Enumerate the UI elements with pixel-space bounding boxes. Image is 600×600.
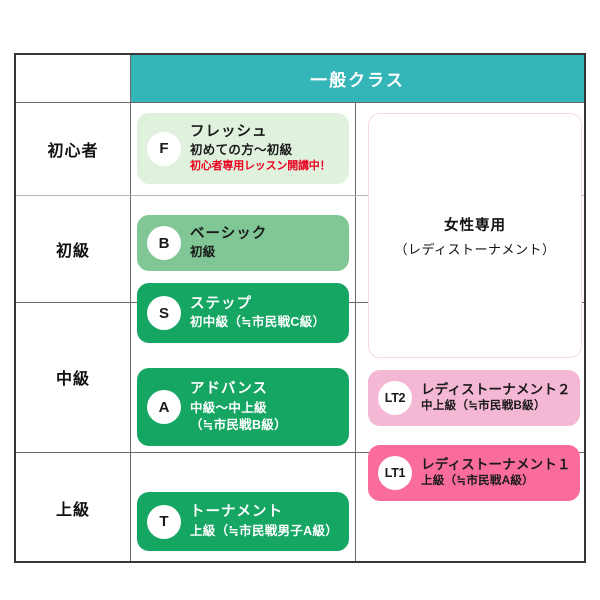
class-card-step[interactable]: S ステップ 初中級（≒市民戦C級） (137, 283, 349, 343)
class-subtitle-step: 初中級（≒市民戦C級） (190, 315, 326, 330)
row-divider-beginner (16, 195, 584, 196)
column-divider-ladies (355, 102, 356, 561)
level-label-beginner: 初心者 (47, 142, 99, 160)
class-badge-b: B (147, 226, 181, 260)
class-badge-a: A (147, 390, 181, 424)
class-subtitle-lt2: 中上級（≒市民戦B級） (421, 400, 546, 413)
class-note-fresh: 初心者専用レッスン開講中！ (190, 160, 331, 173)
ladies-only-subtitle: （レディストーナメント） (394, 241, 556, 257)
class-badge-s: S (147, 296, 181, 330)
class-title-advance: アドバンス (190, 381, 268, 398)
class-card-ladies-tournament-2[interactable]: LT2 レディストーナメント２ 中上級（≒市民戦B級） (368, 370, 580, 426)
class-title-lt2: レディストーナメント２ (421, 382, 571, 398)
class-title-lt1: レディストーナメント１ (421, 457, 571, 473)
row-divider-header (16, 102, 584, 103)
class-card-tournament-text: トーナメント 上級（≒市民戦男子A級） (190, 503, 349, 539)
class-card-step-text: ステップ 初中級（≒市民戦C級） (190, 295, 349, 331)
class-card-fresh-text: フレッシュ 初めての方〜初級 初心者専用レッスン開講中！ (190, 123, 349, 175)
column-divider-level (130, 55, 131, 561)
class-title-fresh: フレッシュ (190, 123, 268, 140)
class-level-table: 一般クラス 初心者 初級 中級 上級 F フレッシュ 初めての方〜初級 初心者専… (14, 53, 586, 563)
class-card-basic-text: ベーシック 初級 (190, 225, 349, 261)
class-subtitle-advance: 中級〜中上級 (190, 400, 267, 415)
table-grid: 一般クラス 初心者 初級 中級 上級 F フレッシュ 初めての方〜初級 初心者専… (16, 55, 584, 561)
class-card-fresh[interactable]: F フレッシュ 初めての方〜初級 初心者専用レッスン開講中！ (137, 113, 349, 184)
header-general-class: 一般クラス (131, 55, 584, 102)
class-card-basic[interactable]: B ベーシック 初級 (137, 215, 349, 271)
class-card-lt2-text: レディストーナメント２ 中上級（≒市民戦B級） (421, 381, 580, 415)
class-subtitle-basic: 初級 (190, 245, 216, 260)
level-label-advanced: 上級 (55, 501, 90, 519)
header-corner-cell (16, 55, 130, 102)
class-card-lt1-text: レディストーナメント１ 上級（≒市民戦A級） (421, 456, 580, 490)
ladies-only-title: 女性専用 (444, 217, 506, 234)
class-subtitle2-advance: （≒市民戦B級） (190, 417, 287, 432)
class-badge-lt1: LT1 (378, 456, 412, 490)
class-title-step: ステップ (190, 295, 252, 312)
row-divider-intermediate (16, 452, 584, 453)
class-card-tournament[interactable]: T トーナメント 上級（≒市民戦男子A級） (137, 492, 349, 551)
class-badge-f: F (147, 131, 181, 166)
class-title-tournament: トーナメント (190, 504, 283, 521)
class-badge-t: T (147, 504, 181, 539)
class-card-ladies-tournament-1[interactable]: LT1 レディストーナメント１ 上級（≒市民戦A級） (368, 445, 580, 501)
class-card-advance-text: アドバンス 中級〜中上級 （≒市民戦B級） (190, 380, 349, 433)
class-card-advance[interactable]: A アドバンス 中級〜中上級 （≒市民戦B級） (137, 368, 349, 446)
ladies-only-panel: 女性専用 （レディストーナメント） (368, 113, 582, 358)
class-badge-lt2: LT2 (378, 381, 412, 415)
class-subtitle-lt1: 上級（≒市民戦A級） (421, 475, 534, 488)
class-subtitle-tournament: 上級（≒市民戦男子A級） (190, 523, 339, 538)
class-subtitle-fresh: 初めての方〜初級 (190, 143, 293, 158)
level-label-intermediate: 中級 (55, 371, 90, 388)
class-title-basic: ベーシック (190, 225, 268, 242)
level-label-elementary: 初級 (55, 242, 90, 260)
